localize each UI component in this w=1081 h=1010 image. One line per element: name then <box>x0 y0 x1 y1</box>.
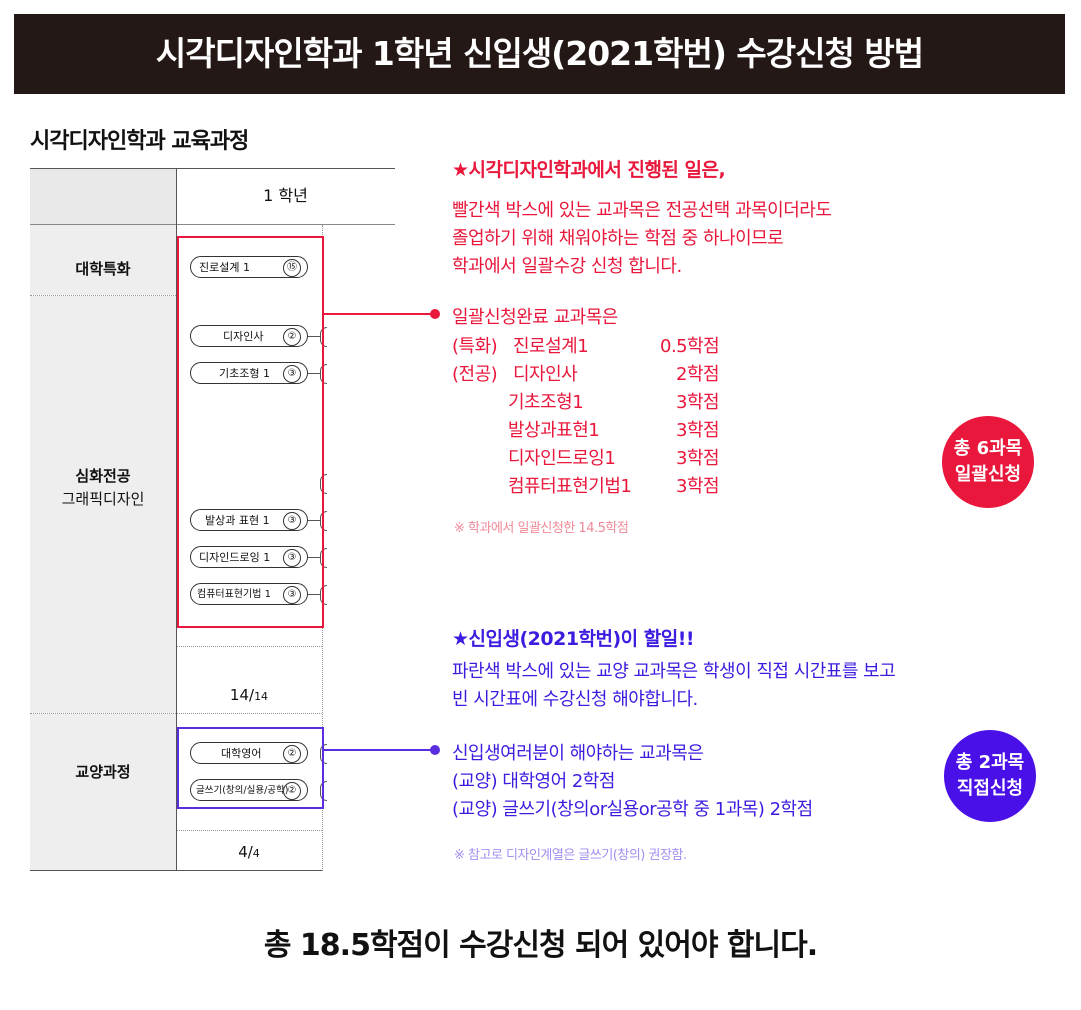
blue-highlight-box <box>177 727 324 809</box>
row-label-special: 대학특화 <box>75 260 131 278</box>
course-credit: ② <box>283 782 301 800</box>
blue-line: 파란색 박스에 있는 교양 교과목은 학생이 직접 시간표를 보고 <box>452 661 896 682</box>
course-credit: ⑮ <box>283 259 301 277</box>
red-line: 빨간색 박스에 있는 교과목은 전공선택 과목이더라도 <box>452 200 832 221</box>
page-title: 시각디자인학과 1학년 신입생(2021학번) 수강신청 방법 <box>155 34 924 73</box>
blue-line: 빈 시간표에 수강신청 해야합니다. <box>452 689 698 710</box>
blue-note: ※ 참고로 디자인계열은 글쓰기(창의) 권장함. <box>454 848 687 863</box>
badge-line: 일괄신청 <box>954 464 1022 485</box>
course-pill: 대학영어 ② <box>190 742 308 764</box>
course-credit: ② <box>283 328 301 346</box>
connector-stub <box>308 373 320 374</box>
blue-connector-dot <box>430 745 440 755</box>
divider-4 <box>176 830 322 831</box>
major-credit-sum: 14/14 <box>176 686 322 704</box>
curriculum-table: 1 학년 대학특화 심화전공 그래픽디자인 교양과정 <box>30 168 395 871</box>
red-item-prefix: (전공) <box>452 364 498 385</box>
connector-stub <box>308 336 320 337</box>
red-item-prefix: (특화) <box>452 336 498 357</box>
red-line: 학과에서 일괄수강 신청 합니다. <box>452 256 682 277</box>
divider-1 <box>30 295 176 296</box>
course-credit: ③ <box>283 586 301 604</box>
red-item-name: 디자인사 <box>513 364 578 385</box>
red-item-credit: 0.5학점 <box>660 336 720 357</box>
curriculum-heading: 시각디자인학과 교육과정 <box>30 129 249 154</box>
row-label-liberal: 교양과정 <box>75 763 131 781</box>
bottom-summary: 총 18.5학점이 수강신청 되어 있어야 합니다. <box>263 928 818 963</box>
table-top-line <box>30 168 395 169</box>
red-item-name: 진로설계1 <box>513 336 589 357</box>
course-credit: ③ <box>283 365 301 383</box>
connector-stub <box>308 557 320 558</box>
course-pill: 발상과 표현 1 ③ <box>190 509 308 531</box>
course-name: 디자인사 <box>223 330 264 343</box>
badge-line: 총 6과목 <box>953 438 1023 459</box>
sum-main: 4/ <box>238 843 253 861</box>
course-credit: ③ <box>283 549 301 567</box>
red-note: ※ 학과에서 일괄신청한 14.5학점 <box>454 521 629 536</box>
table-vline <box>176 168 177 871</box>
course-name: 진로설계 1 <box>199 261 250 274</box>
red-item-credit: 3학점 <box>676 476 720 497</box>
badge-line: 총 2과목 <box>955 752 1025 773</box>
blue-badge: 총 2과목 직접신청 <box>944 730 1036 822</box>
course-pill: 디자인사 ② <box>190 325 308 347</box>
red-item-name: 컴퓨터표현기법1 <box>508 476 632 497</box>
red-badge: 총 6과목 일괄신청 <box>942 416 1034 508</box>
course-credit: ② <box>283 745 301 763</box>
blue-item: (교양) 글쓰기(창의or실용or공학 중 1과목) 2학점 <box>452 799 813 820</box>
red-item-credit: 3학점 <box>676 448 720 469</box>
badge-line: 직접신청 <box>956 778 1024 799</box>
row-bg-major <box>30 296 176 713</box>
red-item-name: 디자인드로잉1 <box>508 448 616 469</box>
red-connector-line <box>324 313 434 315</box>
divider-3 <box>176 646 322 647</box>
blue-connector-line <box>324 749 434 751</box>
title-bar: 시각디자인학과 1학년 신입생(2021학번) 수강신청 방법 <box>14 14 1065 94</box>
red-highlight-box <box>177 236 324 628</box>
course-pill: 컴퓨터표현기법 1 ③ <box>190 583 308 605</box>
sum-small: 4 <box>252 847 260 860</box>
sum-small: 14 <box>254 690 269 703</box>
table-header-blank <box>30 168 176 224</box>
course-name: 발상과 표현 1 <box>205 514 270 527</box>
row-label-major-1: 심화전공 <box>75 467 131 485</box>
red-heading: ★시각디자인학과에서 진행된 일은, <box>452 159 726 181</box>
connector-stub <box>308 594 320 595</box>
course-name: 디자인드로잉 1 <box>199 551 271 564</box>
blue-heading: ★신입생(2021학번)이 할일!! <box>452 628 695 650</box>
red-item-credit: 3학점 <box>676 420 720 441</box>
red-connector-dot <box>430 309 440 319</box>
course-pill: 진로설계 1 ⑮ <box>190 256 308 278</box>
red-item-credit: 3학점 <box>676 392 720 413</box>
year-header: 1 학년 <box>263 186 308 205</box>
course-name: 대학영어 <box>221 747 262 760</box>
course-name: 컴퓨터표현기법 1 <box>197 589 271 600</box>
red-item-credit: 2학점 <box>676 364 720 385</box>
red-list-title: 일괄신청완료 교과목은 <box>452 307 618 328</box>
header-line <box>30 224 395 225</box>
course-name: 기초조형 1 <box>219 367 270 380</box>
course-credit: ③ <box>283 512 301 530</box>
red-line: 졸업하기 위해 채워야하는 학점 중 하나이므로 <box>452 228 784 249</box>
course-pill: 글쓰기(창의/실용/공학) ② <box>190 779 308 801</box>
course-pill: 디자인드로잉 1 ③ <box>190 546 308 568</box>
course-name: 글쓰기(창의/실용/공학) <box>196 785 289 796</box>
red-item-name: 기초조형1 <box>508 392 584 413</box>
row-bg-liberal <box>30 714 176 871</box>
row-label-major-2: 그래픽디자인 <box>61 490 145 508</box>
liberal-credit-sum: 4/4 <box>176 843 322 861</box>
course-pill: 기초조형 1 ③ <box>190 362 308 384</box>
blue-item: (교양) 대학영어 2학점 <box>452 771 615 792</box>
blue-list-title: 신입생여러분이 해야하는 교과목은 <box>452 743 704 764</box>
red-item-name: 발상과표현1 <box>508 420 600 441</box>
row-bg-special <box>30 225 176 295</box>
connector-stub <box>308 520 320 521</box>
sum-main: 14/ <box>229 686 255 704</box>
